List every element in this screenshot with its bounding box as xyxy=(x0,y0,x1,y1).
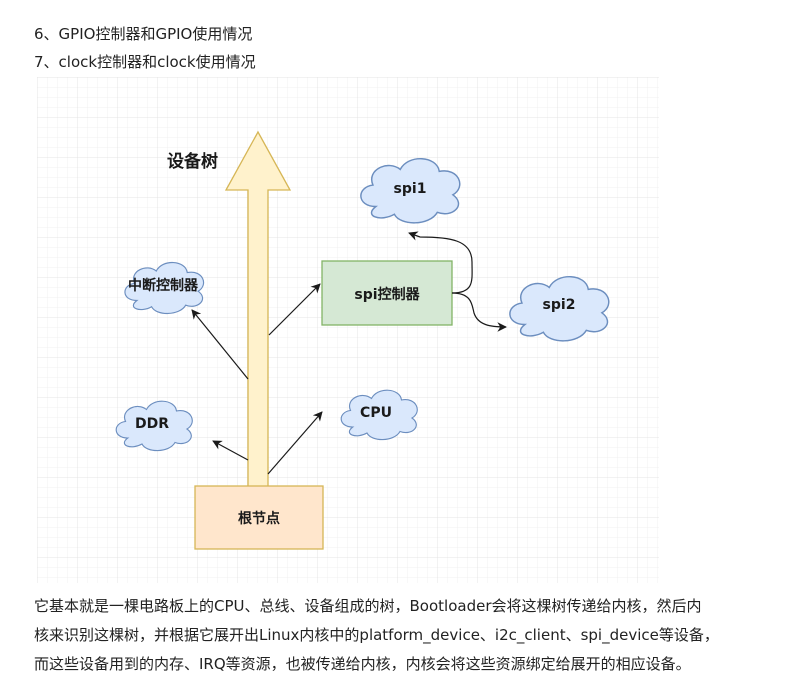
arrow-to-spi2 xyxy=(451,292,507,332)
list-item-gpio: 6、GPIO控制器和GPIO使用情况 xyxy=(34,25,253,43)
paragraph-line: 核来识别这棵树，并根据它展开出Linux内核中的platform_device、… xyxy=(34,626,719,644)
cloud-spi1[interactable]: spi1 xyxy=(360,157,461,224)
cloud-interrupt-controller-label: 中断控制器 xyxy=(128,277,199,294)
cloud-spi2[interactable]: spi2 xyxy=(509,275,610,342)
description-paragraph: 它基本就是一棵电路板上的CPU、总线、设备组成的树，Bootloader会将这棵… xyxy=(34,592,774,679)
root-node-label: 根节点 xyxy=(238,510,280,527)
diagram-title: 设备树 xyxy=(167,151,218,172)
cloud-ddr[interactable]: DDR xyxy=(115,400,194,452)
root-node-box[interactable]: 根节点 xyxy=(194,485,324,550)
arrow-to-interrupt-controller xyxy=(191,309,249,380)
paragraph-line: 而这些设备用到的内存、IRQ等资源，也被传递给内核，内核会将这些资源绑定给展开的… xyxy=(34,655,691,673)
cloud-spi2-label: spi2 xyxy=(543,297,576,313)
spi-controller-box[interactable]: spi控制器 xyxy=(321,260,453,326)
arrow-to-cpu xyxy=(267,411,323,475)
spi-controller-label: spi控制器 xyxy=(354,286,420,303)
cloud-spi1-label: spi1 xyxy=(394,181,427,197)
arrow-to-spi-controller xyxy=(268,283,321,336)
cloud-interrupt-controller[interactable]: 中断控制器 xyxy=(124,261,205,315)
paragraph-line: 它基本就是一棵电路板上的CPU、总线、设备组成的树，Bootloader会将这棵… xyxy=(34,597,702,615)
list-item-clock: 7、clock控制器和clock使用情况 xyxy=(34,53,256,71)
tree-growth-arrow xyxy=(224,130,292,488)
cloud-cpu-label: CPU xyxy=(360,405,392,421)
arrow-to-spi1 xyxy=(408,231,473,294)
cloud-ddr-label: DDR xyxy=(135,416,169,432)
cloud-cpu[interactable]: CPU xyxy=(340,389,419,441)
arrow-to-ddr xyxy=(212,440,249,461)
